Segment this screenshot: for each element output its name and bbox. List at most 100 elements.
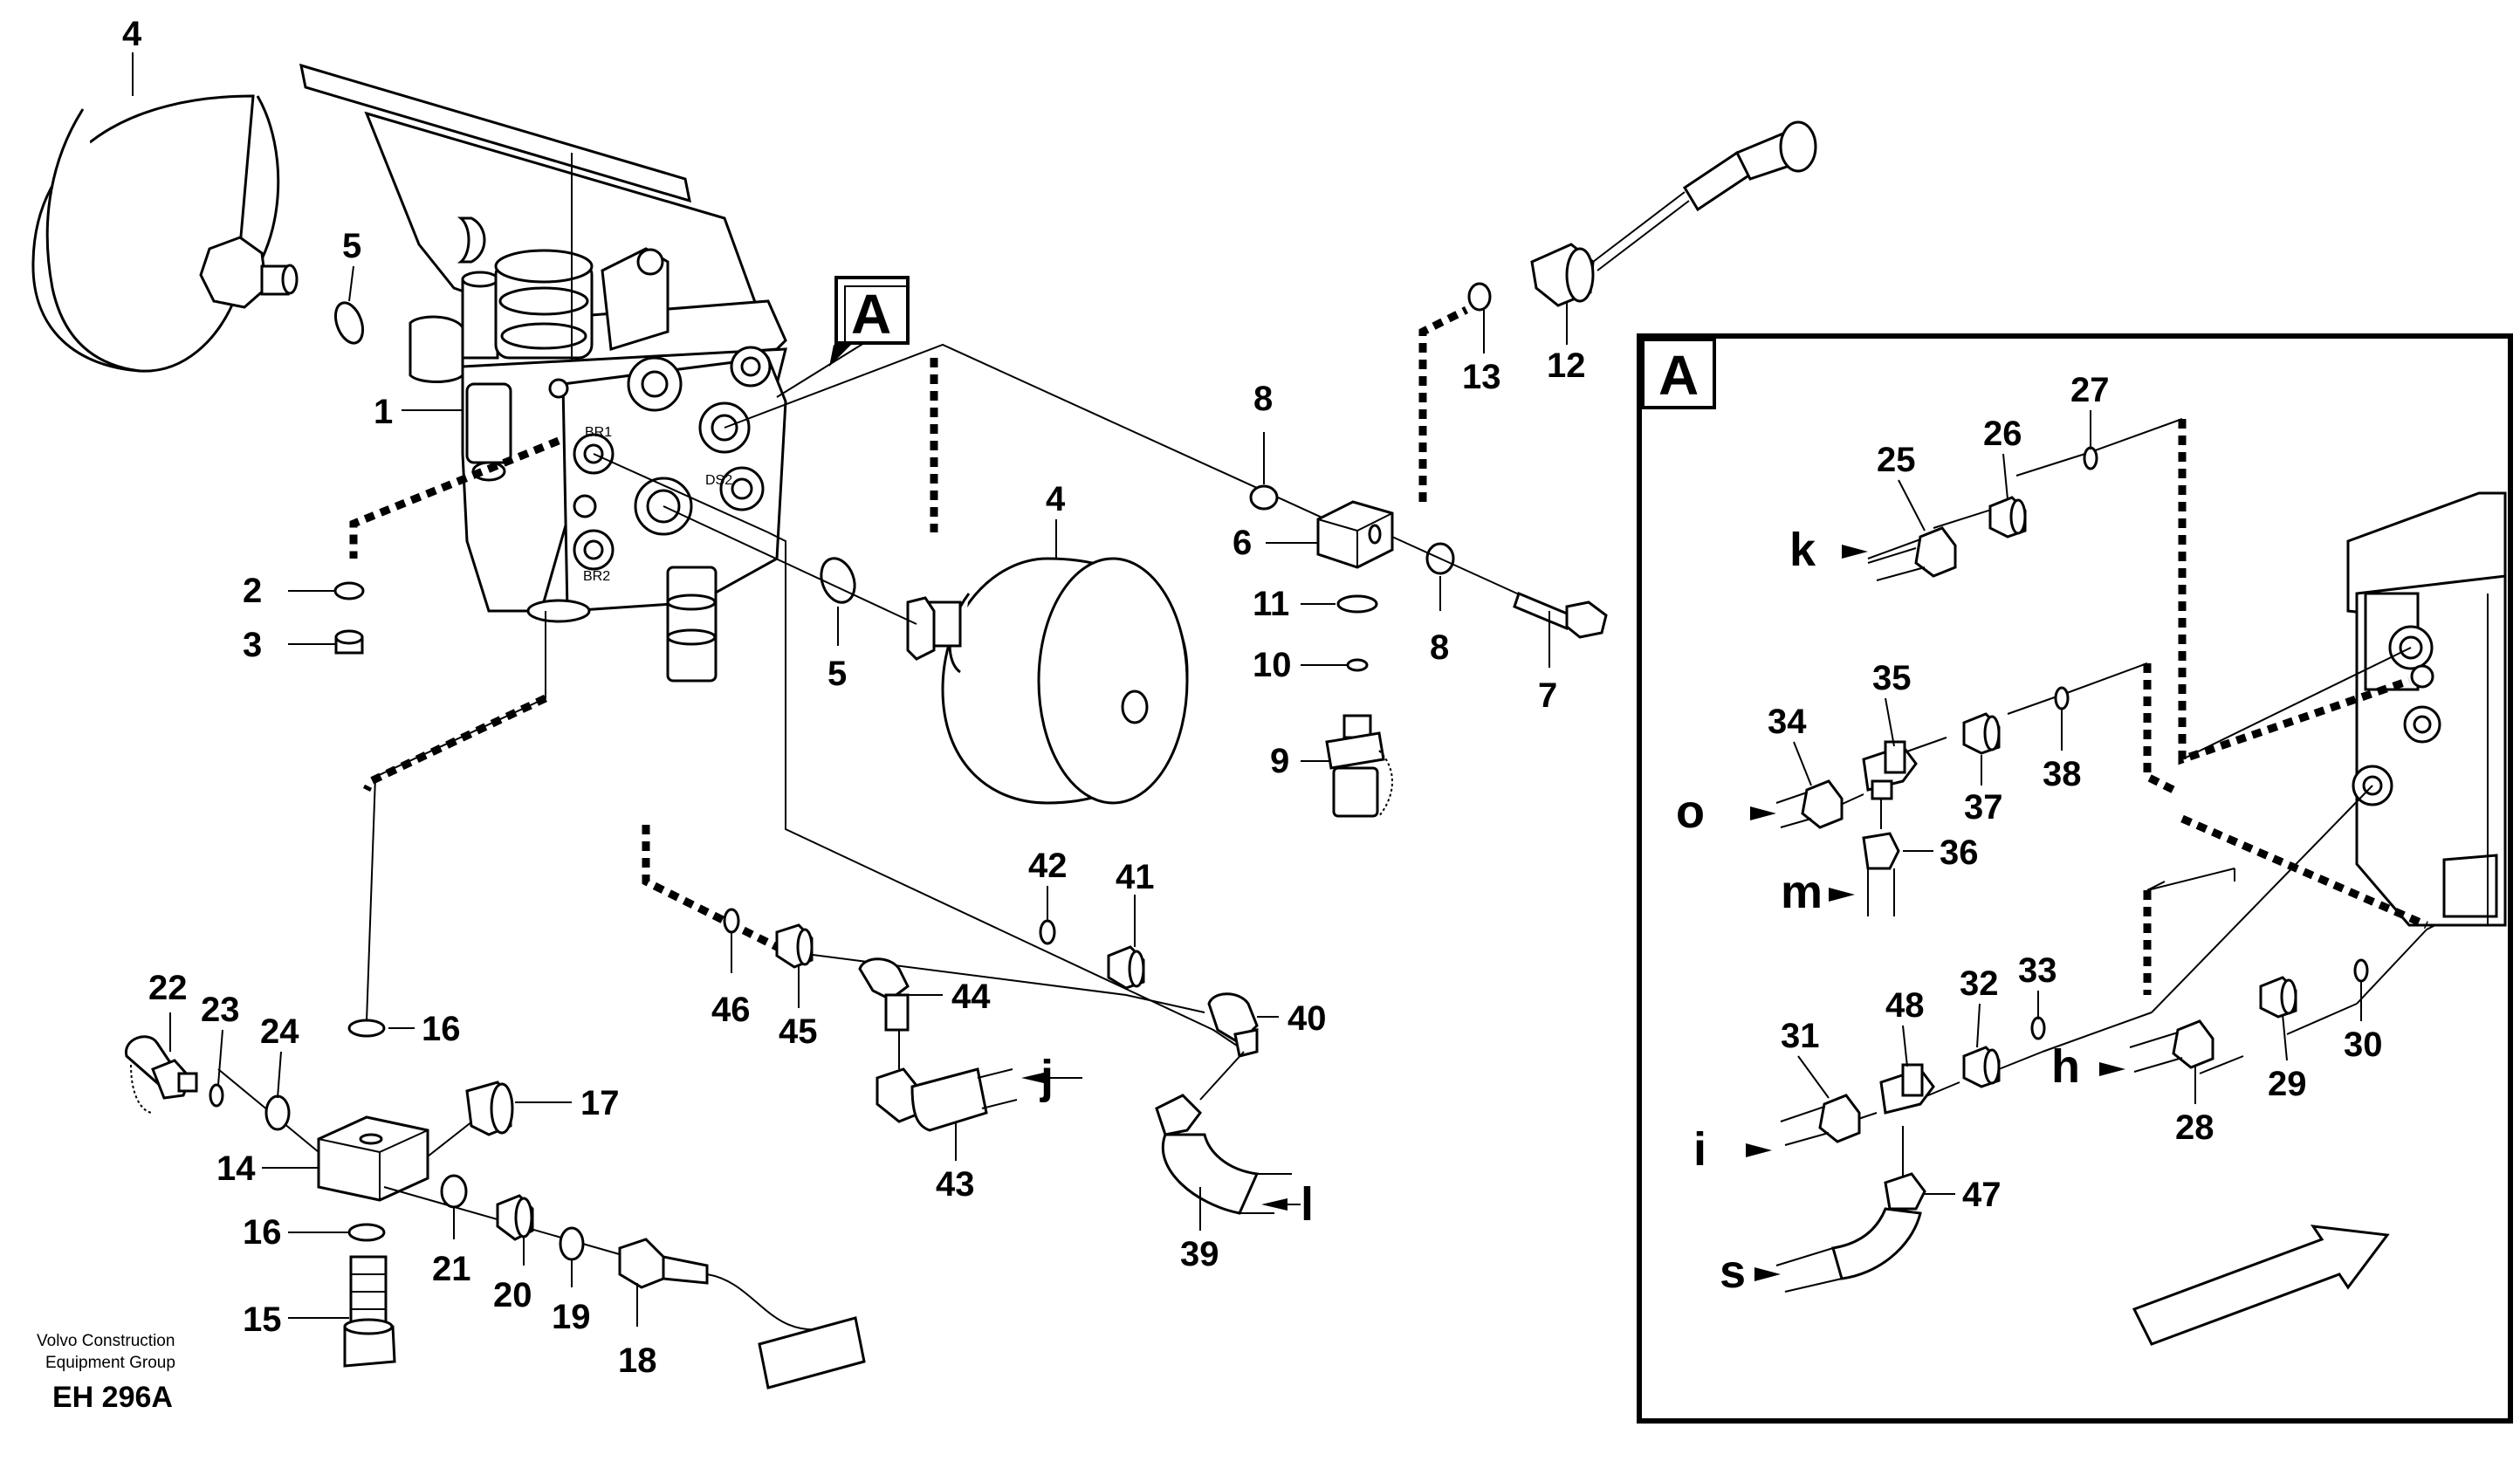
inset-hose-36 [1862, 832, 1900, 916]
arrow-o [1750, 806, 1776, 820]
callout-48: 48 [1885, 986, 1925, 1025]
callout-19: 19 [552, 1298, 591, 1336]
callout-46: 46 [711, 991, 751, 1029]
callout-33: 33 [2018, 951, 2057, 990]
inset-washer-33 [2030, 1016, 2046, 1040]
callout-5-middle: 5 [827, 655, 847, 693]
callout-23: 23 [201, 991, 240, 1029]
arrow-j [1021, 1072, 1047, 1084]
arrow-s [1754, 1267, 1781, 1281]
callout-28: 28 [2175, 1108, 2214, 1147]
callout-3: 3 [243, 626, 262, 664]
hose-letters: j l k o m i h s [1040, 524, 2080, 1298]
test-nipple-22 [125, 1035, 198, 1114]
callout-39: 39 [1180, 1235, 1219, 1273]
washer-21 [440, 1174, 468, 1209]
inset-adapter-29 [2259, 976, 2297, 1019]
port-label-ds2: DS2 [705, 473, 732, 488]
callout-6: 6 [1233, 524, 1252, 562]
callout-34: 34 [1768, 703, 1807, 741]
adapter-20 [496, 1194, 534, 1241]
inset-hose-34 [1775, 779, 1844, 829]
inset-ref-letter: A [851, 283, 891, 346]
accumulator-middle [906, 557, 1189, 805]
leader-lines [132, 52, 1568, 1327]
inset-adapter-26 [1988, 496, 2027, 539]
callout-29: 29 [2268, 1065, 2307, 1103]
washer-23 [209, 1083, 224, 1108]
bolt-7 [1513, 591, 1608, 639]
callout-43: 43 [936, 1165, 975, 1204]
callout-38: 38 [2043, 755, 2082, 793]
elbow-40 [1207, 992, 1259, 1058]
arrow-i [1746, 1143, 1772, 1157]
washer-19 [559, 1226, 585, 1261]
callout-30: 30 [2344, 1026, 2383, 1064]
callout-10: 10 [1253, 646, 1292, 684]
callout-4-top: 4 [122, 15, 142, 53]
callout-22: 22 [148, 969, 188, 1007]
plug-17 [465, 1081, 514, 1136]
arrow-k [1842, 545, 1868, 559]
callout-1: 1 [374, 393, 393, 431]
callout-41: 41 [1116, 858, 1155, 896]
hose-letter-o: o [1676, 786, 1705, 838]
washer-16-top [347, 1019, 386, 1038]
block-6 [1316, 500, 1394, 569]
washer-8-left [1249, 484, 1279, 511]
arrow-l [1261, 1198, 1287, 1211]
washer-13 [1467, 282, 1492, 312]
banjo-bolt-15 [343, 1255, 396, 1368]
caption-line-1: Volvo Construction [37, 1332, 175, 1350]
callout-16-top: 16 [422, 1010, 461, 1048]
inset-washer-27 [2083, 446, 2098, 470]
callout-16-bottom: 16 [243, 1213, 282, 1252]
callout-9: 9 [1270, 742, 1289, 780]
callout-20: 20 [493, 1276, 532, 1314]
adapter-45 [775, 923, 814, 969]
inset-adapter-32 [1962, 1046, 2001, 1088]
callout-44: 44 [951, 978, 991, 1016]
o-ring-10 [1346, 658, 1369, 672]
sensor-18 [618, 1238, 866, 1389]
callout-25: 25 [1877, 441, 1916, 479]
callout-42: 42 [1028, 847, 1068, 885]
arrow-h [2099, 1062, 2125, 1076]
callout-36: 36 [1940, 834, 1979, 872]
washer-42 [1039, 919, 1056, 945]
callout-35: 35 [1872, 659, 1912, 697]
callout-8-left: 8 [1253, 380, 1273, 418]
inset-title-letter: A [1658, 344, 1699, 407]
callout-31: 31 [1781, 1017, 1820, 1055]
washer-2 [333, 581, 365, 600]
hose-letter-h: h [2051, 1040, 2080, 1093]
washer-16-bottom [347, 1223, 386, 1242]
callout-numbers: 1 2 3 4 4 5 5 6 7 8 8 9 10 11 12 13 14 1… [122, 15, 2383, 1380]
hose-letter-m: m [1781, 866, 1823, 918]
inset-washer-30 [2353, 958, 2369, 983]
arrow-m [1829, 888, 1855, 902]
callout-21: 21 [432, 1250, 471, 1288]
brake-pedal-valve-body [299, 63, 787, 683]
o-ring-11 [1336, 594, 1378, 614]
tee-block-14 [317, 1115, 429, 1202]
drawing-code: EH 296A [52, 1381, 173, 1414]
callout-47: 47 [1962, 1176, 2002, 1214]
elbow-44 [858, 957, 910, 1032]
port-label-br1: BR1 [585, 425, 612, 440]
callout-45: 45 [779, 1012, 818, 1051]
callout-32: 32 [1960, 964, 1999, 1003]
drawing-caption: Volvo Construction Equipment Group EH 29… [37, 1332, 175, 1414]
hose-letter-l: l [1301, 1178, 1314, 1231]
callout-13: 13 [1462, 358, 1501, 396]
inset-hose-31 [1780, 1094, 1861, 1146]
hose-letter-j: j [1040, 1051, 1054, 1103]
callout-24: 24 [260, 1012, 299, 1051]
hose-43 [875, 1067, 1018, 1132]
callout-37: 37 [1964, 788, 2003, 827]
caption-line-2: Equipment Group [45, 1354, 175, 1372]
pressure-switch-12 [1530, 120, 1817, 307]
callout-7: 7 [1538, 676, 1557, 715]
callout-12: 12 [1547, 346, 1586, 385]
washer-46 [723, 908, 740, 934]
